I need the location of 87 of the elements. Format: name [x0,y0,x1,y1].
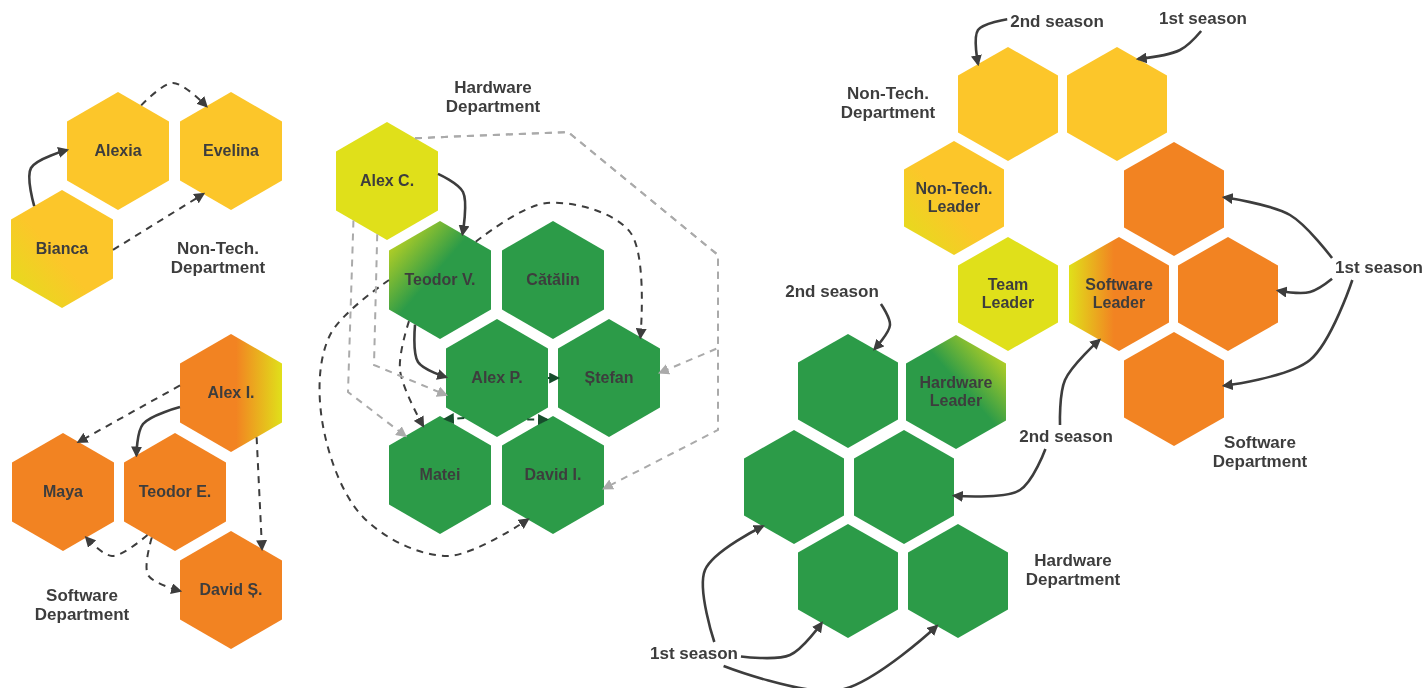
hexagon-node [67,92,169,210]
member-name: Ștefan [584,369,634,387]
hexagon-node [180,531,282,649]
arrow [131,405,181,458]
member-name: David I. [524,466,582,484]
arrow [526,414,550,426]
season-label: 2nd season [785,282,879,302]
arrow [723,624,939,688]
hexagon-node [389,221,491,339]
hexagon-node [180,334,282,452]
member-name: Teodor V. [404,271,476,289]
arrow [413,131,719,490]
member-name: Evelina [203,142,259,160]
member-name: Matei [419,466,461,484]
hexagon-node [958,47,1058,161]
arrow [84,534,149,557]
arrow [1221,193,1334,259]
arrow [1275,277,1333,298]
arrow [347,219,408,438]
arrow [255,436,268,552]
hexagon-node [1069,237,1169,351]
hexagon-node [908,524,1008,638]
arrow [28,147,70,207]
member-name: Alex I. [207,384,255,402]
season-label: 1st season [1335,258,1423,278]
arrow [437,172,470,237]
department-label: Software Department [1211,432,1309,472]
arrow [1135,30,1203,64]
arrow [1058,338,1102,426]
arrow [318,279,530,557]
hexagon-node [446,319,548,437]
hexagon-node [1124,332,1224,446]
hexagon-node [124,433,226,551]
hexagon-node [1067,47,1167,161]
hexagon-node [180,92,282,210]
hexagon-node [502,416,604,534]
arrow [701,525,765,643]
season-label: 1st season [1159,9,1247,29]
member-name: Alexia [94,142,142,160]
hexagon-node [336,122,438,240]
member-name: Software Leader [1084,276,1154,312]
arrow [547,372,561,384]
department-label: Hardware Department [1024,550,1122,590]
department-label: Non-Tech. Department [169,238,267,278]
member-name: Alex C. [359,172,415,190]
member-name: Non-Tech. Leader [914,180,994,216]
arrow [873,303,892,351]
hexagon-node [958,237,1058,351]
season-label: 2nd season [1010,12,1104,32]
hexagon-node [1178,237,1278,351]
season-label: 1st season [650,644,738,664]
hexagon-node [389,416,491,534]
hexagon-node [798,524,898,638]
arrow [140,82,208,108]
hexagon-node [1124,142,1224,256]
arrow [413,324,449,380]
member-name: Team Leader [980,276,1036,312]
arrow [112,192,206,251]
department-label: Software Department [33,585,131,625]
member-name: David Ș. [199,581,263,599]
department-label: Hardware Department [444,77,542,117]
arrow [373,233,449,397]
arrow [951,448,1047,502]
member-name: Teodor E. [138,483,212,501]
hexagon-node [744,430,844,544]
member-name: Alex P. [471,369,523,387]
department-label: Non-Tech. Department [839,83,937,123]
hexagon-node [12,433,114,551]
season-label: 2nd season [1019,427,1113,447]
member-name: Maya [43,483,83,501]
hexagon-node [904,141,1004,255]
arrow [740,621,823,660]
hexagon-node [558,319,660,437]
arrow [1221,279,1354,390]
hexagon-node [11,190,113,308]
member-name: Bianca [35,240,89,258]
hexagon-node [906,335,1006,449]
arrow [474,201,647,340]
hexagon-node [798,334,898,448]
arrow [971,17,1008,67]
arrow [442,413,466,425]
arrow [76,384,181,443]
member-name: Cătălin [526,271,580,289]
arrow [398,320,425,428]
arrow [145,536,183,594]
hexagon-node [854,430,954,544]
hexagon-node [502,221,604,339]
